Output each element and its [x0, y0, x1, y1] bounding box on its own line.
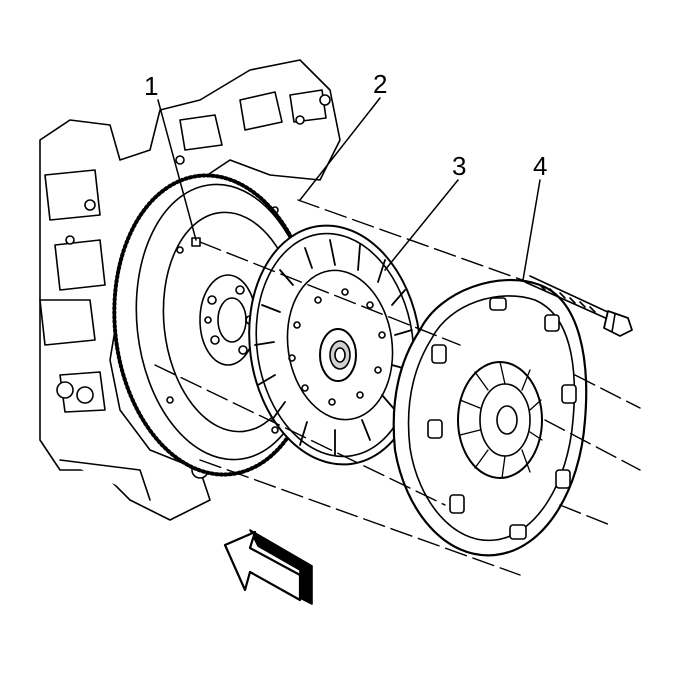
bolt: [524, 275, 633, 337]
callout-4: 4: [533, 151, 547, 181]
clutch-disc: [248, 224, 422, 466]
callout-3: 3: [452, 151, 466, 181]
callout-leaders: [157, 97, 541, 281]
callout-1: 1: [144, 71, 158, 101]
direction-arrow: [223, 529, 313, 605]
pressure-plate: [392, 278, 588, 557]
callout-2: 2: [373, 69, 387, 99]
engine-block: [39, 59, 341, 521]
alignment-lines: [154, 199, 641, 576]
